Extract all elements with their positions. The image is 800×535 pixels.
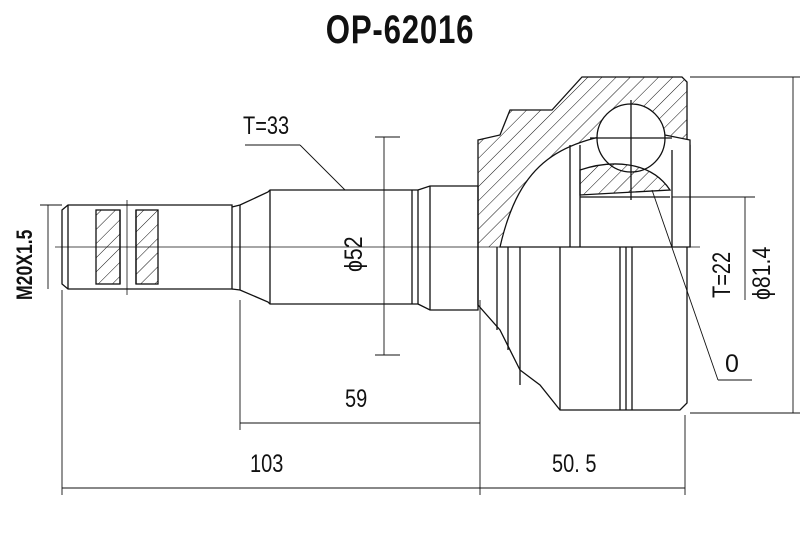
thread-spec-label: M20X1.5: [12, 229, 37, 300]
inner-teeth-label: T=22: [708, 251, 736, 298]
length-50-5-label: 50. 5: [552, 450, 597, 478]
oring-label: 0: [725, 350, 739, 378]
part-number-title: OP-62016: [325, 8, 475, 52]
length-59-label: 59: [345, 385, 368, 413]
shaft-diameter-label: ϕ52: [340, 236, 368, 272]
shaft-teeth-label: T=33: [243, 112, 290, 140]
outer-diameter-label: ϕ81.4: [748, 246, 776, 300]
length-103-label: 103: [250, 450, 284, 478]
